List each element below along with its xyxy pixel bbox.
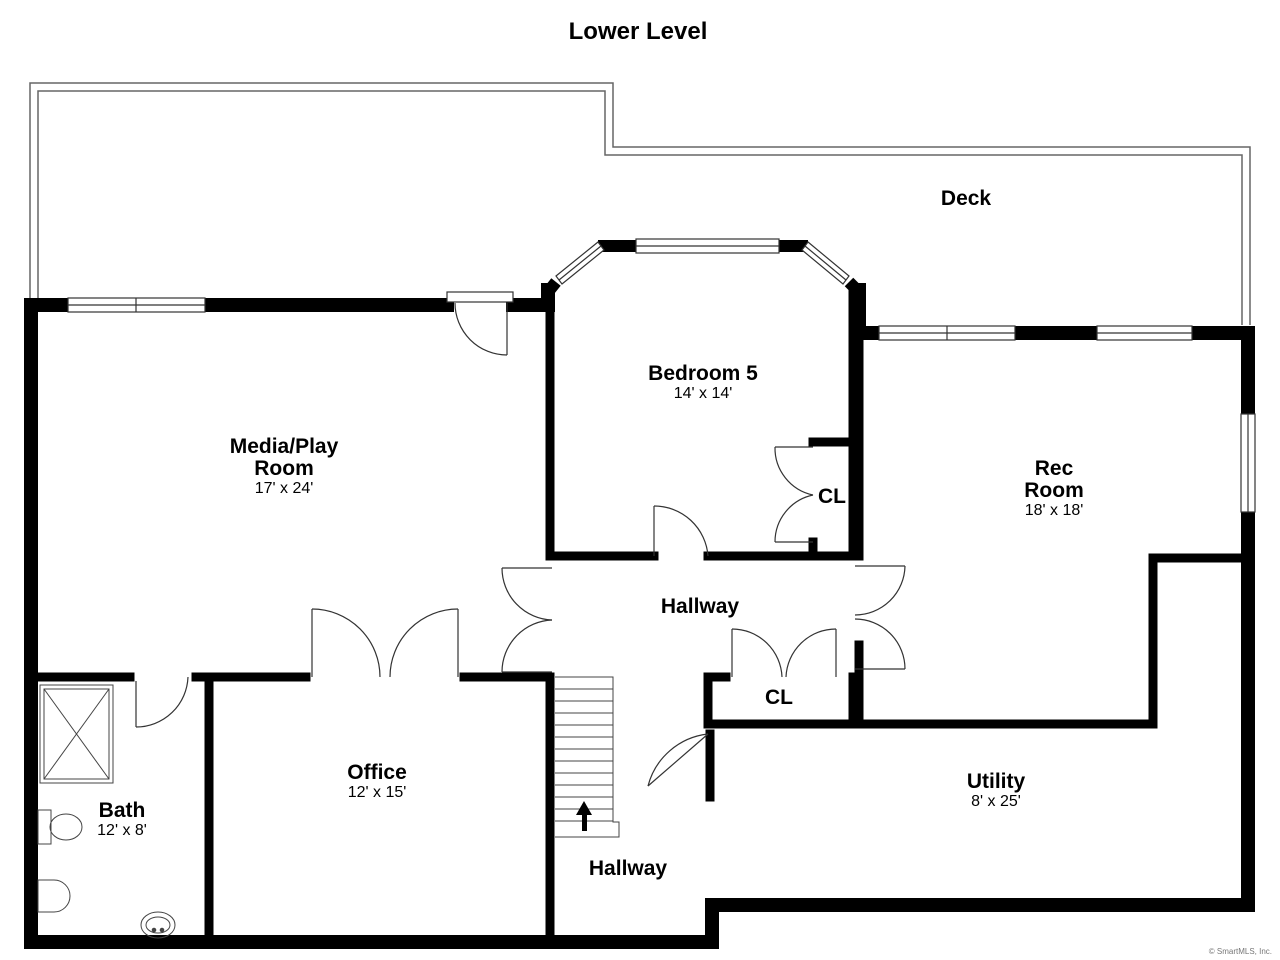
room-label-hallway-lower: Hallway [588, 857, 668, 880]
shower-icon [39, 684, 114, 784]
room-dimensions: 12' x 15' [347, 784, 407, 801]
room-name-line2: Room [1024, 479, 1084, 502]
room-label-hall-closet: CL [765, 686, 793, 709]
room-label-deck: Deck [940, 187, 992, 210]
interior-walls [26, 285, 1253, 947]
room-name: Bedroom 5 [648, 362, 758, 385]
room-label-office: Office 12' x 15' [347, 762, 407, 802]
stairs-up-arrow-icon [576, 801, 592, 831]
room-dimensions: 8' x 25' [971, 793, 1021, 810]
copyright-credit: © SmartMLS, Inc. [1208, 947, 1272, 956]
room-label-media-play-room: Media/Play Room 17' x 24' [230, 436, 339, 498]
room-label-utility: Utility 8' x 25' [967, 771, 1025, 811]
floor-title: Lower Level [568, 18, 708, 45]
room-label-bedroom-closet: CL [818, 485, 846, 508]
room-label-bedroom-5: Bedroom 5 14' x 14' [648, 363, 758, 403]
room-name-line1: Media/Play [229, 435, 339, 458]
room-name-line2: Room [254, 457, 314, 480]
room-label-rec-room: Rec Room 18' x 18' [1024, 458, 1084, 520]
room-name: Office [347, 761, 407, 784]
room-name: Bath [98, 799, 146, 822]
room-dimensions: 14' x 14' [673, 385, 733, 402]
room-dimensions: 18' x 18' [1024, 502, 1084, 519]
room-label-bath: Bath 12' x 8' [97, 800, 147, 840]
deck-outline [29, 82, 1251, 325]
exterior-walls [24, 283, 1255, 949]
tub-faucet-icon [140, 911, 176, 939]
windows [67, 238, 1256, 513]
room-dimensions: 17' x 24' [254, 480, 314, 497]
stairs [555, 676, 620, 838]
room-name-line1: Rec [1034, 457, 1074, 480]
room-label-hallway-upper: Hallway [660, 595, 740, 618]
room-name: Utility [966, 770, 1026, 793]
doors [135, 291, 906, 787]
toilet-icon [37, 809, 83, 845]
sink-icon [37, 879, 71, 913]
room-dimensions: 12' x 8' [97, 822, 147, 839]
